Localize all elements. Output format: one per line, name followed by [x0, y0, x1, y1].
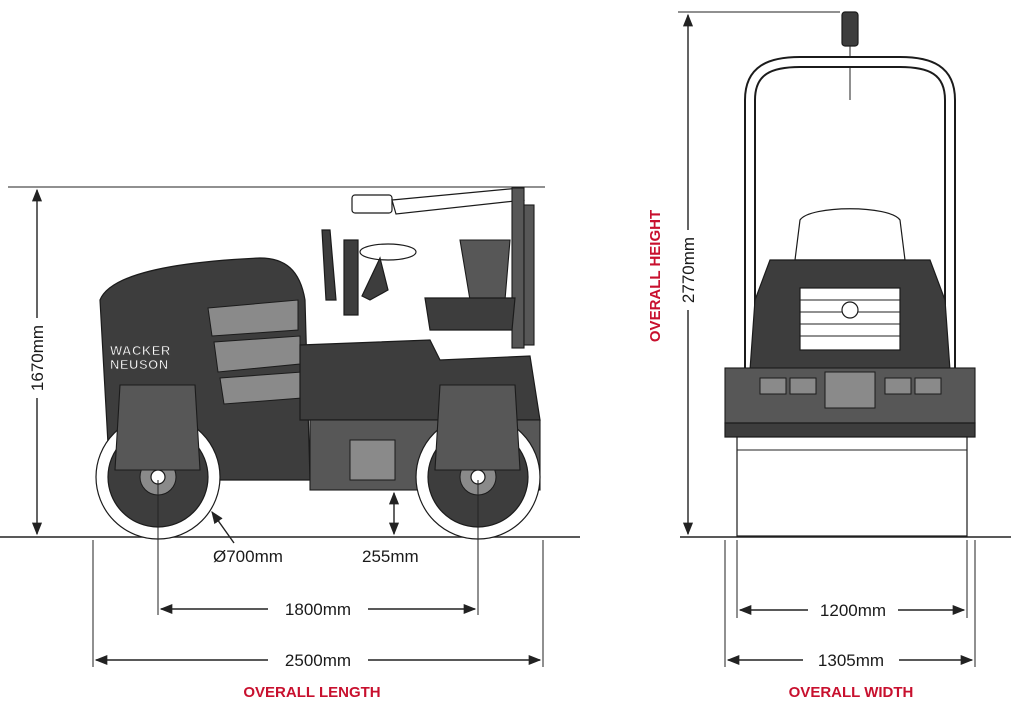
overall-length-caption: OVERALL LENGTH: [243, 684, 380, 701]
length-label: 2500mm: [285, 651, 351, 670]
beacon-lamp-side: [351, 194, 393, 214]
overall-width-caption: OVERALL WIDTH: [789, 684, 914, 701]
ground-clearance-label: 255mm: [362, 547, 419, 566]
brand-logo-line1: WACKER: [110, 343, 171, 358]
drum-diameter-label: Ø700mm: [213, 547, 283, 566]
wheelbase-label: 1800mm: [285, 600, 351, 619]
overall-height-caption: OVERALL HEIGHT: [647, 210, 664, 342]
beacon-lamp-front: [841, 11, 859, 47]
drum-diameter-leader: [211, 510, 235, 544]
roller-front-view: [724, 11, 976, 537]
side-height-label: 1670mm: [28, 325, 47, 391]
drum-width-label: 1200mm: [820, 601, 886, 620]
front-drum-face: [736, 436, 968, 537]
brand-logo-line2: NEUSON: [110, 357, 169, 372]
roller-side-view: WACKER NEUSON: [95, 187, 541, 540]
width-label: 1305mm: [818, 651, 884, 670]
front-height-label: 2770mm: [679, 237, 698, 303]
